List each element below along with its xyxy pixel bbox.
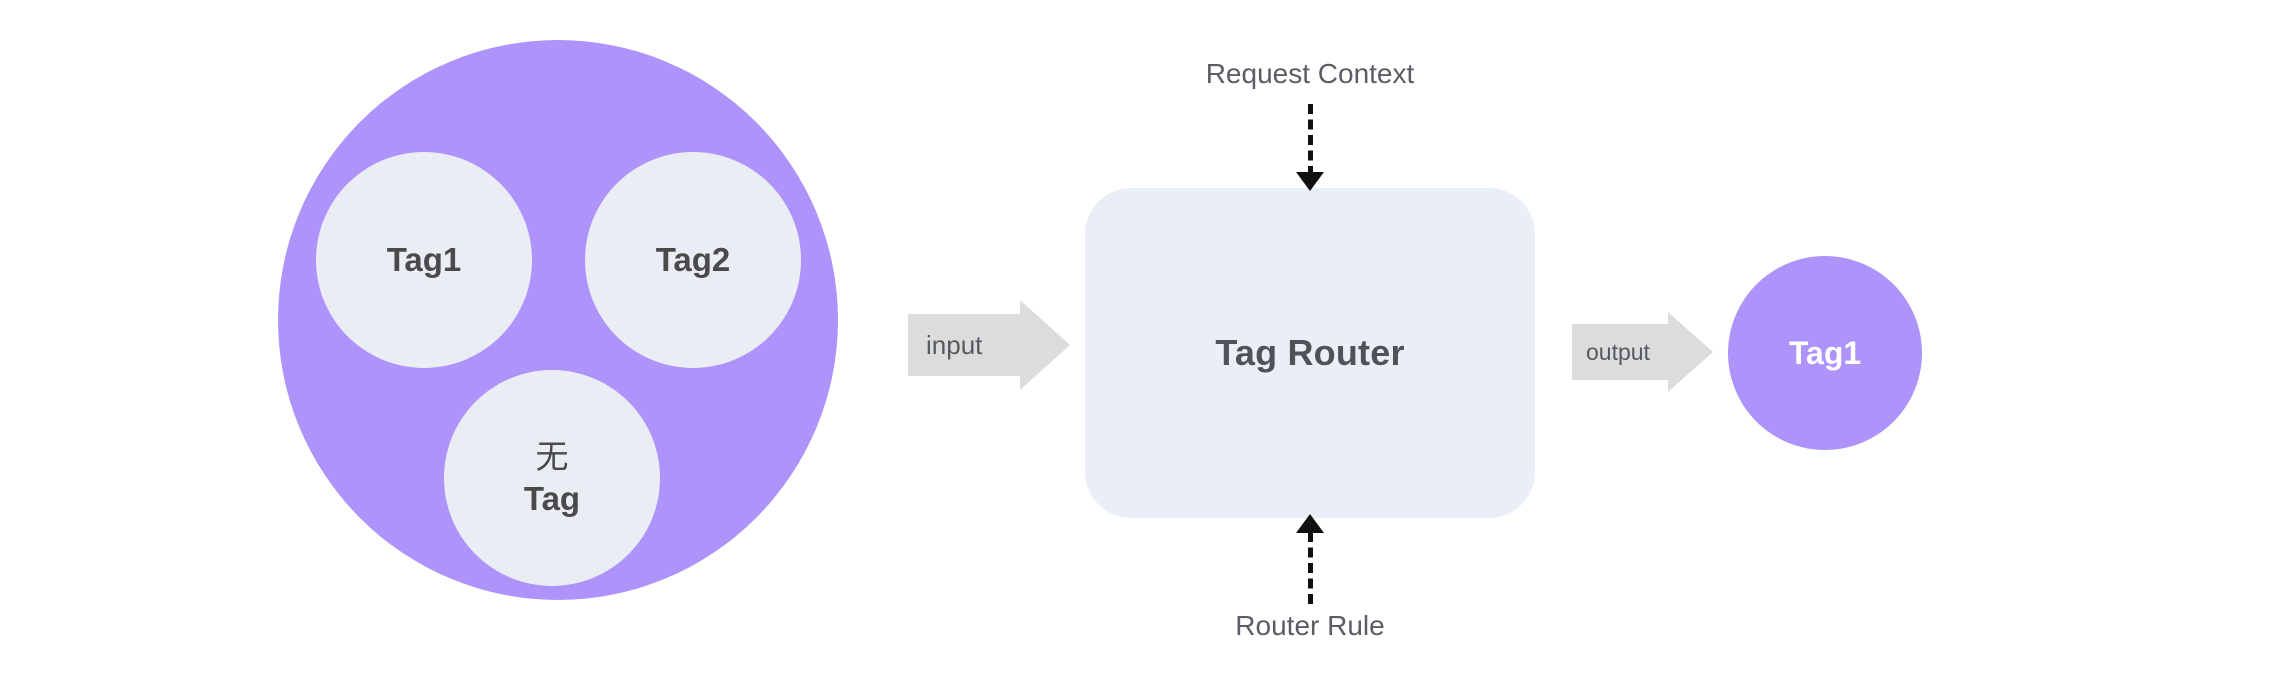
result-circle-tag1-label: Tag1 bbox=[1788, 334, 1862, 371]
input-arrow-head-icon bbox=[1020, 300, 1070, 390]
tag-circle-no-tag-label-cn: 无 bbox=[535, 437, 569, 475]
input-arrow: input bbox=[908, 300, 1070, 390]
tag-circle-tag2[interactable]: Tag2 bbox=[585, 152, 801, 368]
tag-router-box[interactable]: Tag Router bbox=[1085, 188, 1535, 518]
tag-circle-no-tag[interactable]: 无 Tag bbox=[444, 370, 660, 586]
output-arrow: output bbox=[1572, 312, 1713, 392]
tag-router-label: Tag Router bbox=[1215, 332, 1405, 373]
input-arrow-label: input bbox=[926, 329, 983, 360]
router-rule-dashed-line bbox=[1308, 532, 1313, 604]
request-context-label: Request Context bbox=[1205, 58, 1415, 89]
tag-circle-tag1-label: Tag1 bbox=[386, 240, 462, 278]
router-rule-label: Router Rule bbox=[1235, 610, 1385, 641]
request-context-arrow-down-icon bbox=[1296, 172, 1324, 191]
output-arrow-head-icon bbox=[1668, 312, 1713, 392]
router-rule-arrow-up-icon bbox=[1296, 514, 1324, 533]
tag-circle-no-tag-label-en: Tag bbox=[523, 480, 581, 517]
output-arrow-label: output bbox=[1586, 338, 1650, 365]
result-circle-tag1[interactable]: Tag1 bbox=[1728, 256, 1922, 450]
tag-circle-tag2-label: Tag2 bbox=[655, 240, 731, 278]
tag-circle-tag1[interactable]: Tag1 bbox=[316, 152, 532, 368]
request-context-dashed-line bbox=[1308, 104, 1313, 176]
tag-pool-circle: Tag1 Tag2 无 Tag bbox=[278, 40, 838, 600]
